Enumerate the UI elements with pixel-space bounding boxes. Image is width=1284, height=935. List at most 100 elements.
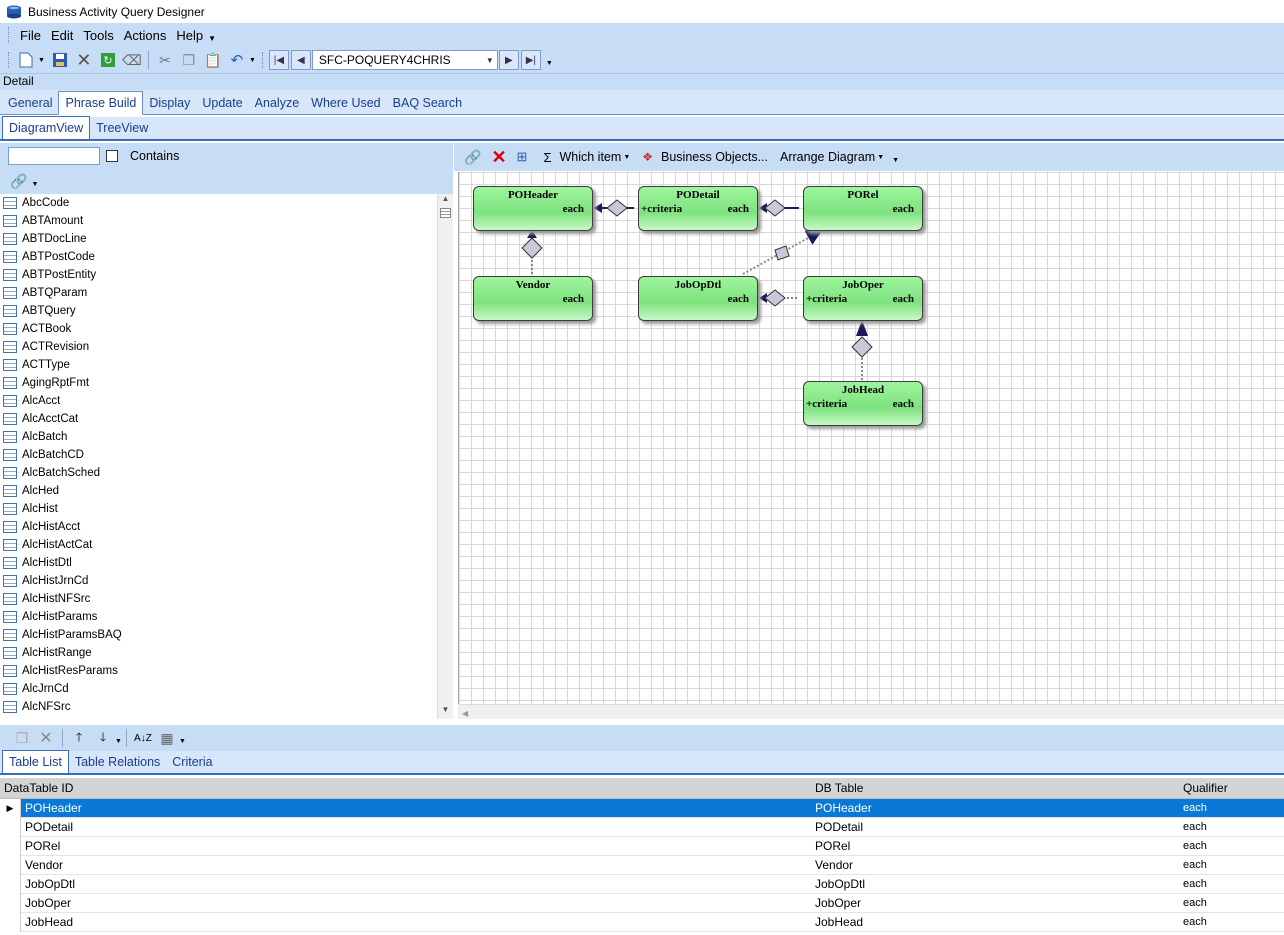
chevron-down-icon[interactable]: ▼ xyxy=(115,737,122,745)
query-id-combo[interactable]: SFC-POQUERY4CHRIS ▼ xyxy=(311,50,498,70)
scroll-up-icon[interactable]: ▲ xyxy=(441,194,450,203)
cell-db-table[interactable]: POHeader xyxy=(815,801,872,815)
list-item[interactable]: ACTType xyxy=(0,356,437,374)
chevron-down-icon[interactable]: ▼ xyxy=(208,33,217,43)
list-item[interactable]: ABTPostCode xyxy=(0,248,437,266)
menu-help[interactable]: Help xyxy=(176,27,204,43)
tab-tree-view[interactable]: TreeView xyxy=(96,121,149,135)
scroll-left-icon[interactable]: ◀ xyxy=(462,709,469,718)
cell-datatable-id[interactable]: JobOpDtl xyxy=(25,877,76,891)
list-item[interactable]: AlcHistDtl xyxy=(0,554,437,572)
relation-diamond-icon[interactable] xyxy=(774,245,790,261)
cell-qualifier[interactable]: each xyxy=(1183,840,1207,852)
list-item[interactable]: AbcCode xyxy=(0,194,437,212)
new-row-icon[interactable]: ❐ xyxy=(15,729,29,746)
menu-file[interactable]: File xyxy=(20,27,41,43)
row-header[interactable] xyxy=(0,855,21,875)
tab-diagram-view[interactable]: DiagramView xyxy=(2,116,91,140)
save-icon[interactable] xyxy=(49,49,71,71)
tab-phrase-build[interactable]: Phrase Build xyxy=(58,91,144,115)
list-item[interactable]: ACTRevision xyxy=(0,338,437,356)
previous-record-button[interactable]: ◀ xyxy=(290,50,311,70)
chevron-down-icon[interactable]: ▼ xyxy=(892,156,900,164)
filter-input[interactable] xyxy=(8,147,100,165)
row-header[interactable] xyxy=(0,874,21,894)
tab-general[interactable]: General xyxy=(8,96,53,110)
tab-table-relations[interactable]: Table Relations xyxy=(74,755,161,769)
cell-db-table[interactable]: JobHead xyxy=(815,915,864,929)
list-item[interactable]: AlcBatch xyxy=(0,428,437,446)
list-item[interactable]: AlcHed xyxy=(0,482,437,500)
grip-icon[interactable] xyxy=(8,27,11,43)
menu-actions[interactable]: Actions xyxy=(123,27,167,43)
sort-icon[interactable]: A↓Z xyxy=(134,732,152,744)
copy-icon[interactable]: ❐ xyxy=(182,51,196,68)
cell-datatable-id[interactable]: PODetail xyxy=(25,820,74,834)
list-item[interactable]: ACTBook xyxy=(0,320,437,338)
paste-icon[interactable]: 📋 xyxy=(204,51,222,68)
cell-db-table[interactable]: PORel xyxy=(815,839,851,853)
menu-edit[interactable]: Edit xyxy=(50,27,74,43)
row-header[interactable] xyxy=(0,817,21,837)
link-icon[interactable]: 🔗 xyxy=(464,148,482,165)
table-select-icon[interactable]: ⊞ xyxy=(516,149,528,164)
diagram-node-vendor[interactable]: Vendor each xyxy=(473,276,593,321)
menu-tools[interactable]: Tools xyxy=(83,27,114,43)
cell-qualifier[interactable]: each xyxy=(1183,821,1207,833)
cell-db-table[interactable]: PODetail xyxy=(815,820,864,834)
list-item[interactable]: AlcAcctCat xyxy=(0,410,437,428)
first-record-button[interactable]: |◀ xyxy=(268,50,289,70)
list-item[interactable]: AlcBatchSched xyxy=(0,464,437,482)
row-header[interactable] xyxy=(0,893,21,913)
move-up-icon[interactable]: 🡑 xyxy=(75,729,83,744)
list-item[interactable]: AlcHistRange xyxy=(0,644,437,662)
list-item[interactable]: ABTPostEntity xyxy=(0,266,437,284)
cell-datatable-id[interactable]: JobOper xyxy=(25,896,72,910)
list-item[interactable]: ABTDocLine xyxy=(0,230,437,248)
cell-qualifier[interactable]: each xyxy=(1183,878,1207,890)
tab-criteria[interactable]: Criteria xyxy=(172,755,213,769)
undo-icon[interactable]: ↶ xyxy=(230,52,244,69)
list-item[interactable]: AlcAcct xyxy=(0,392,437,410)
move-down-icon[interactable]: 🡓 xyxy=(99,729,107,744)
list-item[interactable]: AlcHistParamsBAQ xyxy=(0,626,437,644)
cell-qualifier[interactable]: each xyxy=(1183,916,1207,928)
list-item[interactable]: ABTQParam xyxy=(0,284,437,302)
row-indicator-icon[interactable]: ▶ xyxy=(0,798,21,818)
chevron-down-icon[interactable]: ▼ xyxy=(38,56,45,64)
row-header[interactable] xyxy=(0,836,21,856)
cell-qualifier[interactable]: each xyxy=(1183,897,1207,909)
list-item[interactable]: AlcJrnCd xyxy=(0,680,437,698)
delete-icon[interactable]: ✕ xyxy=(76,49,92,70)
contains-checkbox[interactable] xyxy=(106,150,118,162)
list-item[interactable]: ABTAmount xyxy=(0,212,437,230)
which-item-button[interactable]: Σ Which item ▼ xyxy=(543,149,631,165)
list-item[interactable]: AlcHistNFSrc xyxy=(0,590,437,608)
arrange-diagram-button[interactable]: Arrange Diagram ▼ xyxy=(780,150,885,164)
row-header[interactable] xyxy=(0,912,21,932)
column-header-db-table[interactable]: DB Table xyxy=(815,781,864,795)
column-header-qualifier[interactable]: Qualifier xyxy=(1183,781,1228,795)
cut-icon[interactable]: ✂ xyxy=(159,51,171,68)
diagram-node-jobopdtl[interactable]: JobOpDtl each xyxy=(638,276,758,321)
horizontal-scrollbar[interactable]: ◀ xyxy=(458,704,1284,719)
list-item[interactable]: AlcBatchCD xyxy=(0,446,437,464)
grip-icon[interactable] xyxy=(8,52,11,68)
table-row[interactable]: PODetail PODetail each xyxy=(0,817,1284,837)
cell-db-table[interactable]: JobOper xyxy=(815,896,862,910)
tab-table-list[interactable]: Table List xyxy=(2,750,69,774)
table-row[interactable]: JobOper JobOper each xyxy=(0,893,1284,913)
scroll-thumb[interactable] xyxy=(440,208,451,218)
list-item[interactable]: AlcHistResParams xyxy=(0,662,437,680)
relation-diamond-icon[interactable] xyxy=(764,289,786,307)
tab-where-used[interactable]: Where Used xyxy=(311,96,381,110)
eraser-icon[interactable]: ⌫ xyxy=(122,51,142,68)
relation-diamond-icon[interactable] xyxy=(521,237,543,259)
